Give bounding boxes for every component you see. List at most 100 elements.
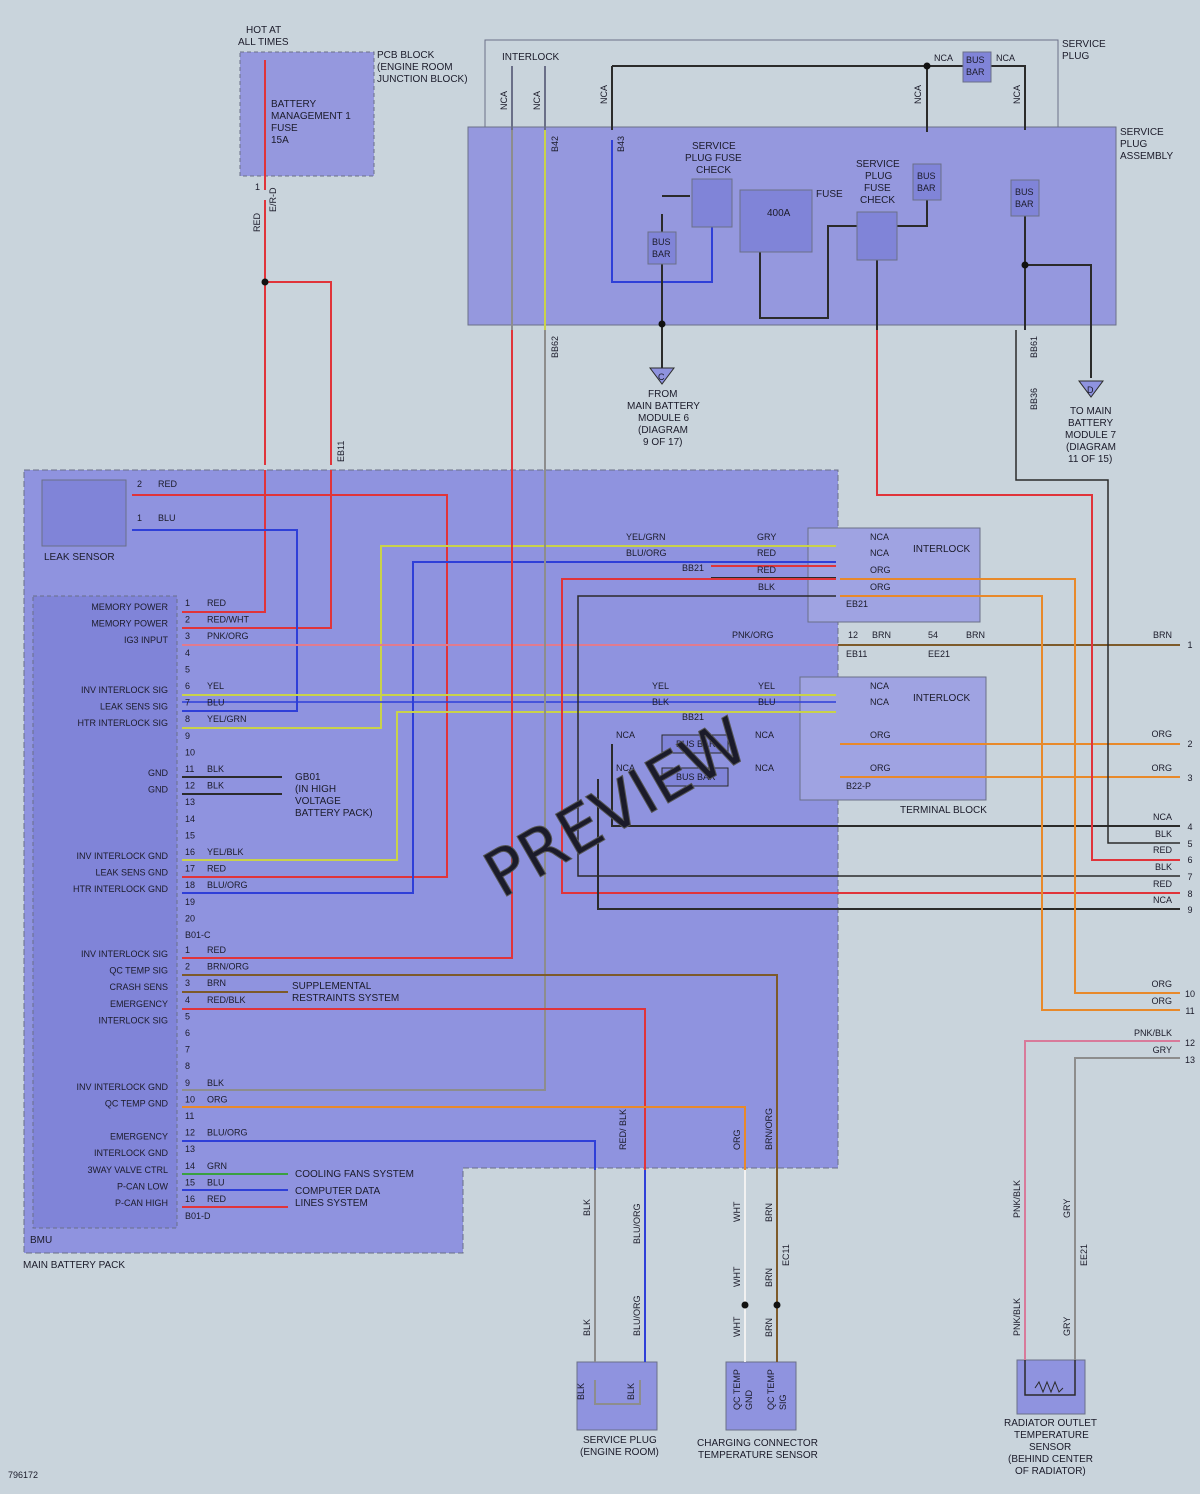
right-edge-wire: ORG [1151, 979, 1172, 989]
wire-red-fuse-branch [265, 281, 332, 465]
bmu-pin-number: 11 [185, 764, 194, 774]
bmu-pin-wire: BLK [207, 764, 224, 774]
wire-gry-13 [1074, 1057, 1180, 1360]
assembly-label: ASSEMBLY [1120, 151, 1173, 162]
leak-wire: BLU [158, 513, 176, 523]
bmu-pin-name: LEAK SENS GND [95, 868, 168, 878]
bmu-pin-wire: PNK/ORG [207, 631, 249, 641]
assembly-label: PLUG [1120, 139, 1147, 150]
wire-sp-bus [661, 178, 1092, 378]
bmu-pin-number: 12 [185, 781, 195, 791]
bmu-pin-wire: RED [207, 598, 227, 608]
bmu-pin-number: 8 [185, 714, 190, 724]
wire-lbl: BLK [582, 1319, 592, 1336]
qc-temp-sig: SIG [778, 1394, 788, 1410]
right-edge-wire: BLK [1155, 829, 1172, 839]
wire-d12-blu-org [182, 1140, 596, 1170]
nca-label: NCA [934, 53, 953, 63]
bmu-pin-name: CRASH SENS [109, 982, 168, 992]
bmu-pin-wire: RED [207, 864, 227, 874]
wire-blk-5 [1015, 330, 1180, 844]
bus-bar-label: BUS [1015, 187, 1034, 197]
ee21-label: EE21 [928, 649, 950, 659]
fuse-check-box-2 [856, 211, 898, 261]
fuse-connector: E/R-D [268, 187, 278, 212]
qc-temp-gnd: GND [744, 1390, 754, 1411]
bmu-pin-wire: RED/BLK [207, 995, 246, 1005]
bmu-pin-wire: BLU/ORG [207, 880, 248, 890]
bmu-pin-number: 1 [185, 945, 190, 955]
fuse-pin: 1 [255, 182, 260, 192]
wire-lbl: BLK [652, 697, 669, 707]
bmu-pin-wire: YEL [207, 681, 224, 691]
bmu-pin-name: HTR INTERLOCK GND [73, 884, 169, 894]
junction-dot [658, 320, 666, 328]
bmu-pin-name: HTR INTERLOCK SIG [77, 718, 168, 728]
wire-lbl: BRN [764, 1318, 774, 1337]
bmu-pin-number: 17 [185, 864, 195, 874]
bus-bar-box-top [962, 51, 992, 83]
org-lbl: ORG [870, 582, 891, 592]
wire-lbl: GRY [757, 532, 776, 542]
org-lbl: ORG [870, 730, 891, 740]
wire-lbl: BLU/ORG [632, 1203, 642, 1244]
right-edge-pin: 11 [1185, 1006, 1194, 1016]
bmu-box [32, 595, 178, 1229]
right-edge-wire: ORG [1151, 729, 1172, 739]
org-lbl: ORG [870, 763, 891, 773]
junction-dot [923, 62, 931, 70]
bus-bar-box-2 [912, 163, 942, 201]
bmu-pin-number: 13 [185, 797, 195, 807]
wire-lbl: BRN [764, 1203, 774, 1222]
bmu-pin-number: 3 [185, 631, 190, 641]
bb62-label: BB62 [550, 336, 560, 358]
bmu-pin-number: 16 [185, 1194, 195, 1204]
leak-pin: 2 [137, 479, 142, 489]
bmu-pin-number: 4 [185, 648, 190, 658]
bmu-pin-name: 3WAY VALVE CTRL [87, 1165, 168, 1175]
bus-bar-terminal: BUS BAR [676, 772, 716, 782]
bmu-pin-number: 12 [185, 1128, 195, 1138]
bmu-pin-number: 16 [185, 847, 195, 857]
fuse-check-label: CHECK [696, 165, 731, 176]
wire-lbl: WHT [732, 1316, 742, 1337]
cdl-label: COMPUTER DATA [295, 1186, 381, 1197]
charging-sensor-box [725, 1361, 797, 1431]
bmu-pin-number: 19 [185, 897, 195, 907]
right-edge-pin: 2 [1187, 739, 1192, 749]
wire-lbl: YEL [758, 681, 775, 691]
interlock-label: INTERLOCK [502, 52, 560, 63]
wire-nca-4 [611, 744, 1180, 827]
terminal-block-label: TERMINAL BLOCK [900, 805, 987, 816]
junction-dot [773, 1301, 781, 1309]
bus-bar-terminal: BUS BAR [676, 739, 716, 749]
bmu-pin-name: IG3 INPUT [124, 635, 169, 645]
wire-lbl: BLK [576, 1383, 586, 1400]
nca-lbl: NCA [870, 548, 889, 558]
radiator-label: SENSOR [1029, 1442, 1071, 1453]
gnd-note: (IN HIGH [295, 784, 336, 795]
wire-lbl: WHT [732, 1266, 742, 1287]
wire-org-11 [840, 595, 1180, 1011]
bmu-label: BMU [30, 1235, 52, 1246]
wire-lbl: BRN/ORG [764, 1108, 774, 1150]
bmu-pin-wire: BLU/ORG [207, 1128, 248, 1138]
bmu-pin-number: 10 [185, 747, 195, 757]
assembly-label: SERVICE [1120, 127, 1164, 138]
bmu-pin-number: 9 [185, 731, 190, 741]
bus-bar-label: BAR [917, 183, 936, 193]
bmu-pin-number: 10 [185, 1094, 195, 1104]
hot-at-label: HOT AT [246, 25, 281, 36]
srs-label: SUPPLEMENTAL [292, 981, 372, 992]
interlock-label-eb21: INTERLOCK [913, 544, 971, 555]
bmu-pin-wire: BLK [207, 1078, 224, 1088]
bus-bar-label: BAR [966, 67, 985, 77]
bmu-pin-number: 4 [185, 995, 190, 1005]
fuse-check2-label: PLUG [865, 171, 892, 182]
terminal-bus-bar-1 [661, 734, 729, 754]
fuse-rating-label: 400A [767, 208, 791, 219]
nca-lbl: NCA [755, 763, 774, 773]
